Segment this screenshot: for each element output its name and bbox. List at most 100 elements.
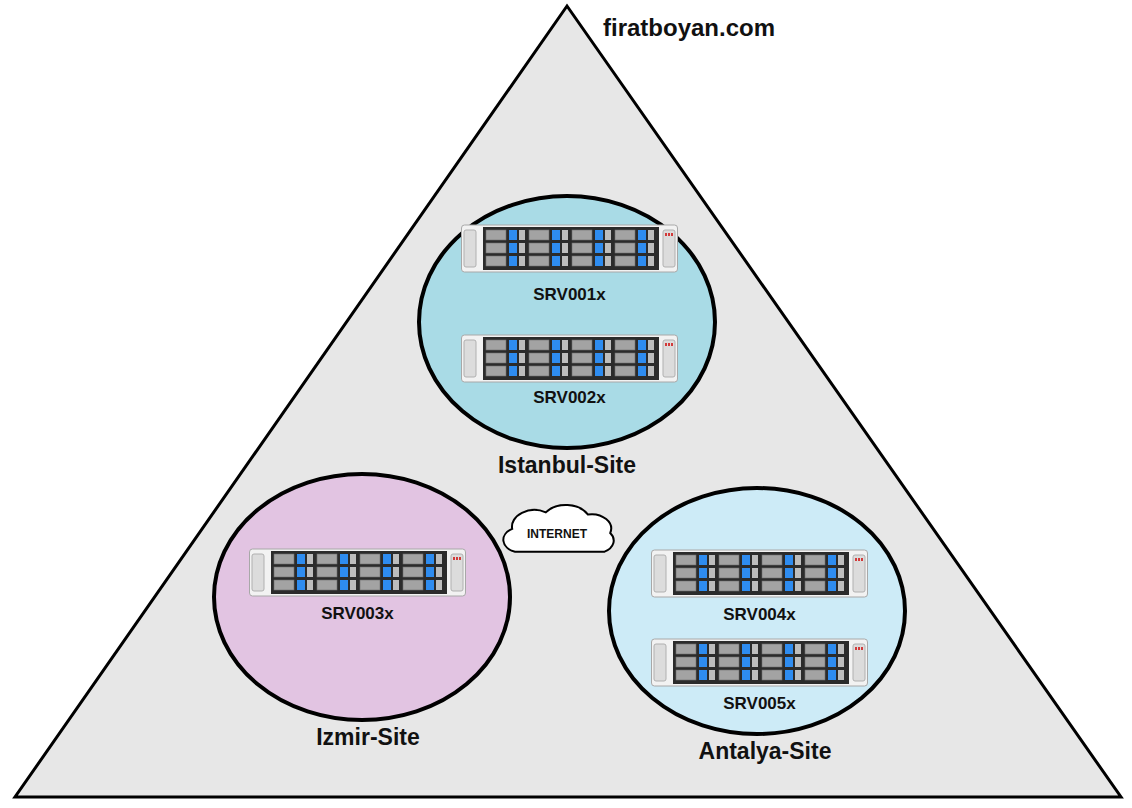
drive-bay — [572, 353, 592, 363]
drive-bay — [274, 567, 294, 577]
server-node: SRV005x — [651, 637, 868, 721]
server-front-panel — [673, 641, 849, 684]
drive-led — [742, 670, 750, 680]
status-light — [459, 557, 461, 560]
server-name: SRV005x — [651, 694, 868, 714]
status-light — [861, 647, 863, 650]
internet-cloud: INTERNET — [487, 500, 627, 562]
server-name: SRV004x — [651, 605, 868, 625]
server-name: SRV003x — [249, 604, 466, 624]
drive-led — [426, 554, 434, 564]
drive-bay — [762, 657, 782, 667]
status-light — [668, 343, 670, 346]
drive-bay — [436, 554, 442, 564]
drive-bay — [676, 670, 696, 680]
drive-led — [638, 256, 646, 266]
drive-led — [742, 657, 750, 667]
drive-bay — [393, 554, 399, 564]
drive-bay — [648, 340, 654, 350]
drive-bay — [676, 568, 696, 578]
site-outline — [609, 488, 905, 734]
server-name: SRV001x — [461, 285, 678, 305]
drive-bay — [486, 243, 506, 253]
drive-bay — [795, 657, 801, 667]
drive-bay — [762, 644, 782, 654]
drive-led — [699, 555, 707, 565]
drive-bay — [436, 567, 442, 577]
drive-bay — [838, 581, 844, 591]
drive-bay — [529, 366, 549, 376]
drive-bay — [317, 554, 337, 564]
drive-bay — [719, 568, 739, 578]
drive-led — [552, 256, 560, 266]
drive-bay — [648, 230, 654, 240]
drive-led — [742, 568, 750, 578]
drive-bay — [529, 230, 549, 240]
drive-bay — [752, 568, 758, 578]
drive-bay — [529, 256, 549, 266]
server-handle — [451, 554, 463, 591]
drive-bay — [719, 555, 739, 565]
server-node: SRV003x — [249, 547, 466, 631]
drive-led — [340, 554, 348, 564]
drive-bay — [519, 243, 525, 253]
drive-bay — [562, 353, 568, 363]
site-name: Antalya-Site — [615, 738, 915, 765]
drive-bay — [572, 340, 592, 350]
drive-led — [552, 353, 560, 363]
drive-led — [638, 243, 646, 253]
drive-bay — [403, 554, 423, 564]
drive-bay — [752, 644, 758, 654]
drive-bay — [350, 554, 356, 564]
drive-bay — [719, 644, 739, 654]
drive-bay — [562, 243, 568, 253]
drive-bay — [317, 580, 337, 590]
drive-led — [509, 366, 517, 376]
drive-bay — [562, 230, 568, 240]
drive-bay — [403, 567, 423, 577]
drive-led — [595, 256, 603, 266]
site-name: Istanbul-Site — [417, 452, 717, 479]
server-node: SRV001x — [461, 223, 678, 307]
drive-bay — [805, 644, 825, 654]
drive-led — [595, 230, 603, 240]
drive-bay — [762, 555, 782, 565]
drive-bay — [752, 555, 758, 565]
drive-led — [742, 555, 750, 565]
drive-led — [699, 568, 707, 578]
server-illustration — [461, 223, 678, 274]
drive-led — [509, 340, 517, 350]
drive-bay — [805, 657, 825, 667]
drive-led — [340, 567, 348, 577]
server-handle — [654, 644, 666, 681]
server-illustration — [651, 637, 868, 688]
drive-bay — [605, 256, 611, 266]
drive-led — [828, 581, 836, 591]
drive-bay — [719, 657, 739, 667]
drive-bay — [752, 657, 758, 667]
drive-bay — [648, 256, 654, 266]
server-front-panel — [483, 337, 659, 380]
drive-led — [828, 555, 836, 565]
status-light — [861, 558, 863, 561]
server-illustration — [461, 333, 678, 384]
status-light — [671, 233, 673, 236]
drive-bay — [350, 567, 356, 577]
drive-bay — [762, 581, 782, 591]
server-chassis — [250, 549, 466, 596]
drive-bay — [519, 366, 525, 376]
server-handle — [654, 555, 666, 592]
drive-bay — [317, 567, 337, 577]
server-handle — [853, 644, 865, 681]
drive-bay — [838, 568, 844, 578]
drive-bay — [805, 670, 825, 680]
drive-led — [595, 353, 603, 363]
drive-led — [426, 580, 434, 590]
server-handle — [853, 555, 865, 592]
drive-bay — [615, 243, 635, 253]
drive-bay — [529, 353, 549, 363]
triangle-outline — [15, 6, 1121, 797]
drive-bay — [676, 581, 696, 591]
